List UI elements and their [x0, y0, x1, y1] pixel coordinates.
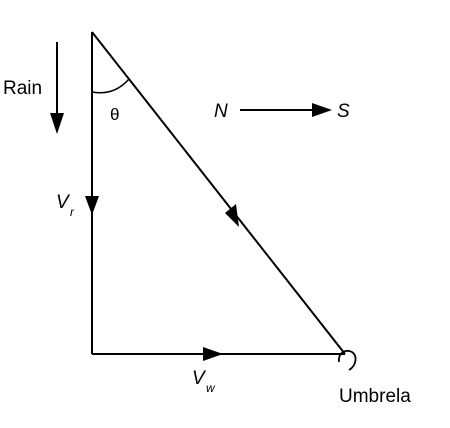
resultant-vector-line [91, 31, 346, 355]
vw-arrowhead [203, 347, 223, 361]
rain-direction-arrow [50, 42, 64, 134]
vr-label: V [56, 192, 71, 213]
umbrella-handle-icon [338, 349, 357, 371]
vw-label: V [192, 368, 207, 389]
resultant-arrowhead [225, 204, 239, 227]
vr-label-subscript: r [70, 205, 75, 219]
theta-label: θ [110, 105, 119, 124]
south-label: S [337, 101, 350, 122]
umbrella-label: Umbrela [339, 386, 411, 407]
theta-angle-arc [91, 78, 130, 94]
vr-arrowhead [85, 196, 99, 215]
north-label: N [214, 101, 228, 122]
north-south-arrow [240, 103, 332, 117]
vw-label-subscript: w [206, 381, 216, 395]
rain-label: Rain [3, 78, 42, 99]
